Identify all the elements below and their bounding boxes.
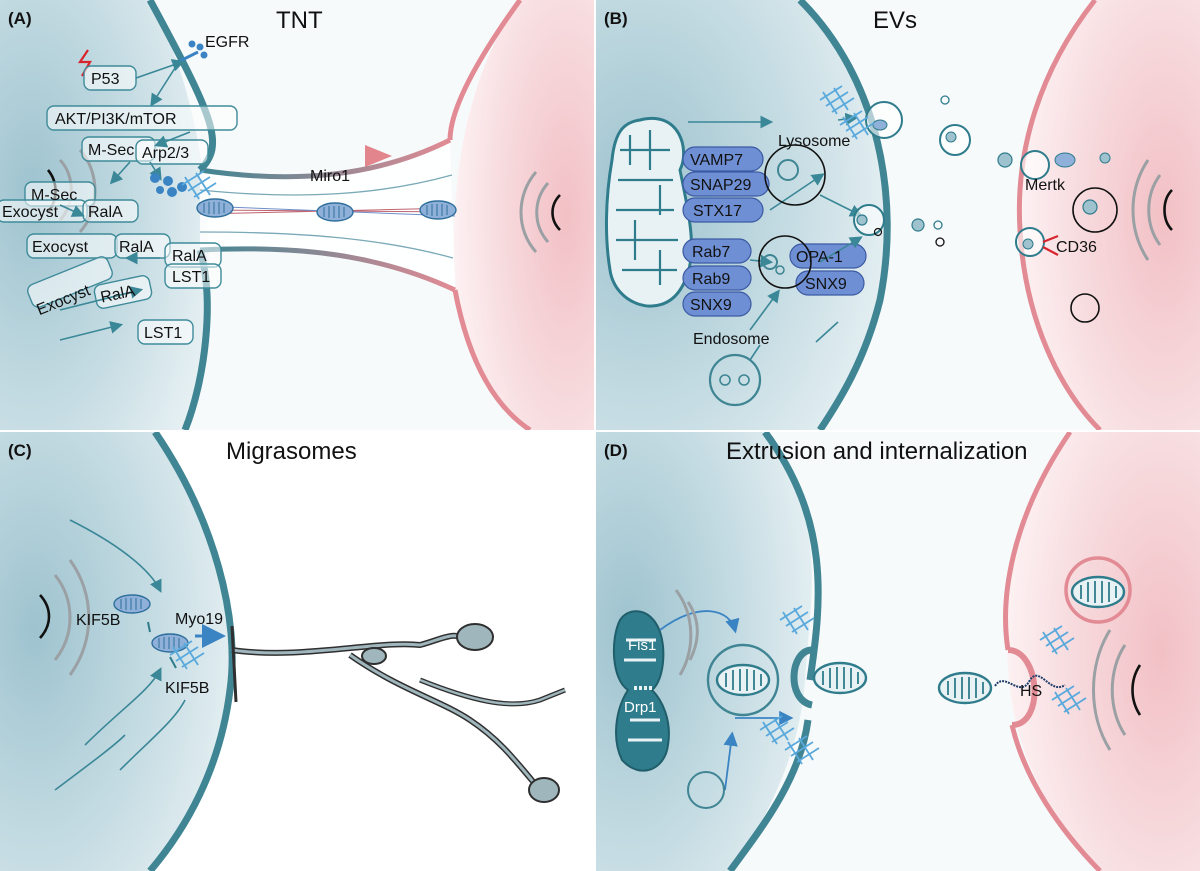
phagosome-icon bbox=[1072, 187, 1118, 233]
akt-pi3k-mtor-label: AKT/PI3K/mTOR bbox=[55, 111, 177, 128]
lysosome-icon bbox=[764, 144, 826, 206]
retraction-fiber-icon bbox=[230, 625, 566, 792]
exocyst-label: Exocyst bbox=[2, 204, 59, 221]
internalized-vesicle-icon bbox=[1064, 556, 1132, 624]
extruded-vesicle-icon bbox=[706, 643, 780, 717]
panel-c bbox=[0, 430, 594, 871]
lysosome-label: Lysosome bbox=[778, 133, 850, 150]
early-endosome-icon bbox=[708, 353, 762, 407]
exocyst-label-2: Exocyst bbox=[32, 239, 89, 256]
opa1-label: OPA-1 bbox=[796, 249, 843, 266]
vamp7-label: VAMP7 bbox=[690, 152, 743, 169]
extrusion-bud-icon bbox=[790, 646, 868, 709]
panel-d bbox=[596, 429, 1200, 871]
rala-label-4: RalA bbox=[99, 283, 137, 307]
rala-label: RalA bbox=[88, 204, 123, 221]
tnt-mitochondrion-icon bbox=[316, 202, 354, 222]
rab9-label: Rab9 bbox=[692, 271, 730, 288]
migrasome-icon bbox=[361, 623, 560, 803]
large-mitochondrion-icon bbox=[604, 116, 694, 308]
panel-a-letter: (A) bbox=[8, 9, 32, 28]
arp23-label: Arp2/3 bbox=[142, 145, 189, 162]
pink-cell-arcs-icon bbox=[1131, 159, 1173, 261]
kif5b-label: KIF5B bbox=[76, 612, 120, 629]
fis1-label: Fis1 bbox=[628, 637, 656, 654]
m-sec-label-2: M-Sec bbox=[31, 187, 77, 204]
nucleus-arcs-icon bbox=[674, 589, 699, 676]
miro1-label: Miro1 bbox=[310, 168, 350, 185]
miro-arrow-icon bbox=[295, 145, 392, 167]
pink-cell-arcs-icon bbox=[1092, 629, 1142, 751]
lst1-label: LST1 bbox=[172, 269, 210, 286]
p53-label: P53 bbox=[91, 71, 120, 88]
migrasome-mitochondrion-icon bbox=[113, 594, 151, 614]
pink-cell-arcs-icon bbox=[519, 171, 561, 254]
snx9-label: SNX9 bbox=[690, 297, 732, 314]
uptake-receptor-icon bbox=[1015, 150, 1059, 257]
lst1-label-2: LST1 bbox=[144, 325, 182, 342]
migrasome-mitochondrion-icon bbox=[151, 633, 189, 653]
arp23-complex-icon bbox=[150, 173, 187, 197]
panel-b bbox=[596, 0, 1200, 432]
dividing-mitochondrion-icon bbox=[612, 610, 670, 772]
mertk-label: Mertk bbox=[1025, 177, 1066, 194]
nucleus-arcs-icon bbox=[39, 559, 91, 676]
extruded-mitochondrion-icon bbox=[715, 663, 771, 697]
panel-c-title: Migrasomes bbox=[226, 438, 357, 465]
panel-d-title: Extrusion and internalization bbox=[726, 438, 1028, 465]
rala-label-2: RalA bbox=[119, 239, 154, 256]
drp1-label: Drp1 bbox=[624, 699, 657, 716]
panel-c-letter: (C) bbox=[8, 441, 32, 460]
rab7-label: Rab7 bbox=[692, 244, 730, 261]
extracellular-vesicle-icon bbox=[911, 95, 1111, 247]
panel-b-letter: (B) bbox=[604, 9, 628, 28]
egfr-label: EGFR bbox=[205, 34, 249, 51]
tnt-mitochondrion-icon bbox=[196, 198, 234, 218]
budding-vesicle-icon bbox=[853, 101, 903, 237]
kif5b-label-2: KIF5B bbox=[165, 680, 209, 697]
panel-a bbox=[0, 0, 594, 433]
hs-label: HS bbox=[1020, 683, 1042, 700]
m-sec-label: M-Sec bbox=[88, 142, 134, 159]
endosome-icon bbox=[758, 235, 812, 289]
internalization-pocket-icon bbox=[937, 647, 1066, 728]
stx17-label: STX17 bbox=[693, 203, 742, 220]
panel-a-title: TNT bbox=[276, 7, 323, 34]
myo19-label: Myo19 bbox=[175, 611, 223, 628]
snap29-label: SNAP29 bbox=[690, 177, 751, 194]
cd36-label: CD36 bbox=[1056, 239, 1097, 256]
panel-b-title: EVs bbox=[873, 7, 917, 34]
rala-label-3: RalA bbox=[172, 248, 207, 265]
panel-d-letter: (D) bbox=[604, 441, 628, 460]
snx9-label-2: SNX9 bbox=[805, 276, 847, 293]
endosome-label: Endosome bbox=[693, 331, 770, 348]
tnt-mitochondrion-icon bbox=[419, 200, 457, 220]
